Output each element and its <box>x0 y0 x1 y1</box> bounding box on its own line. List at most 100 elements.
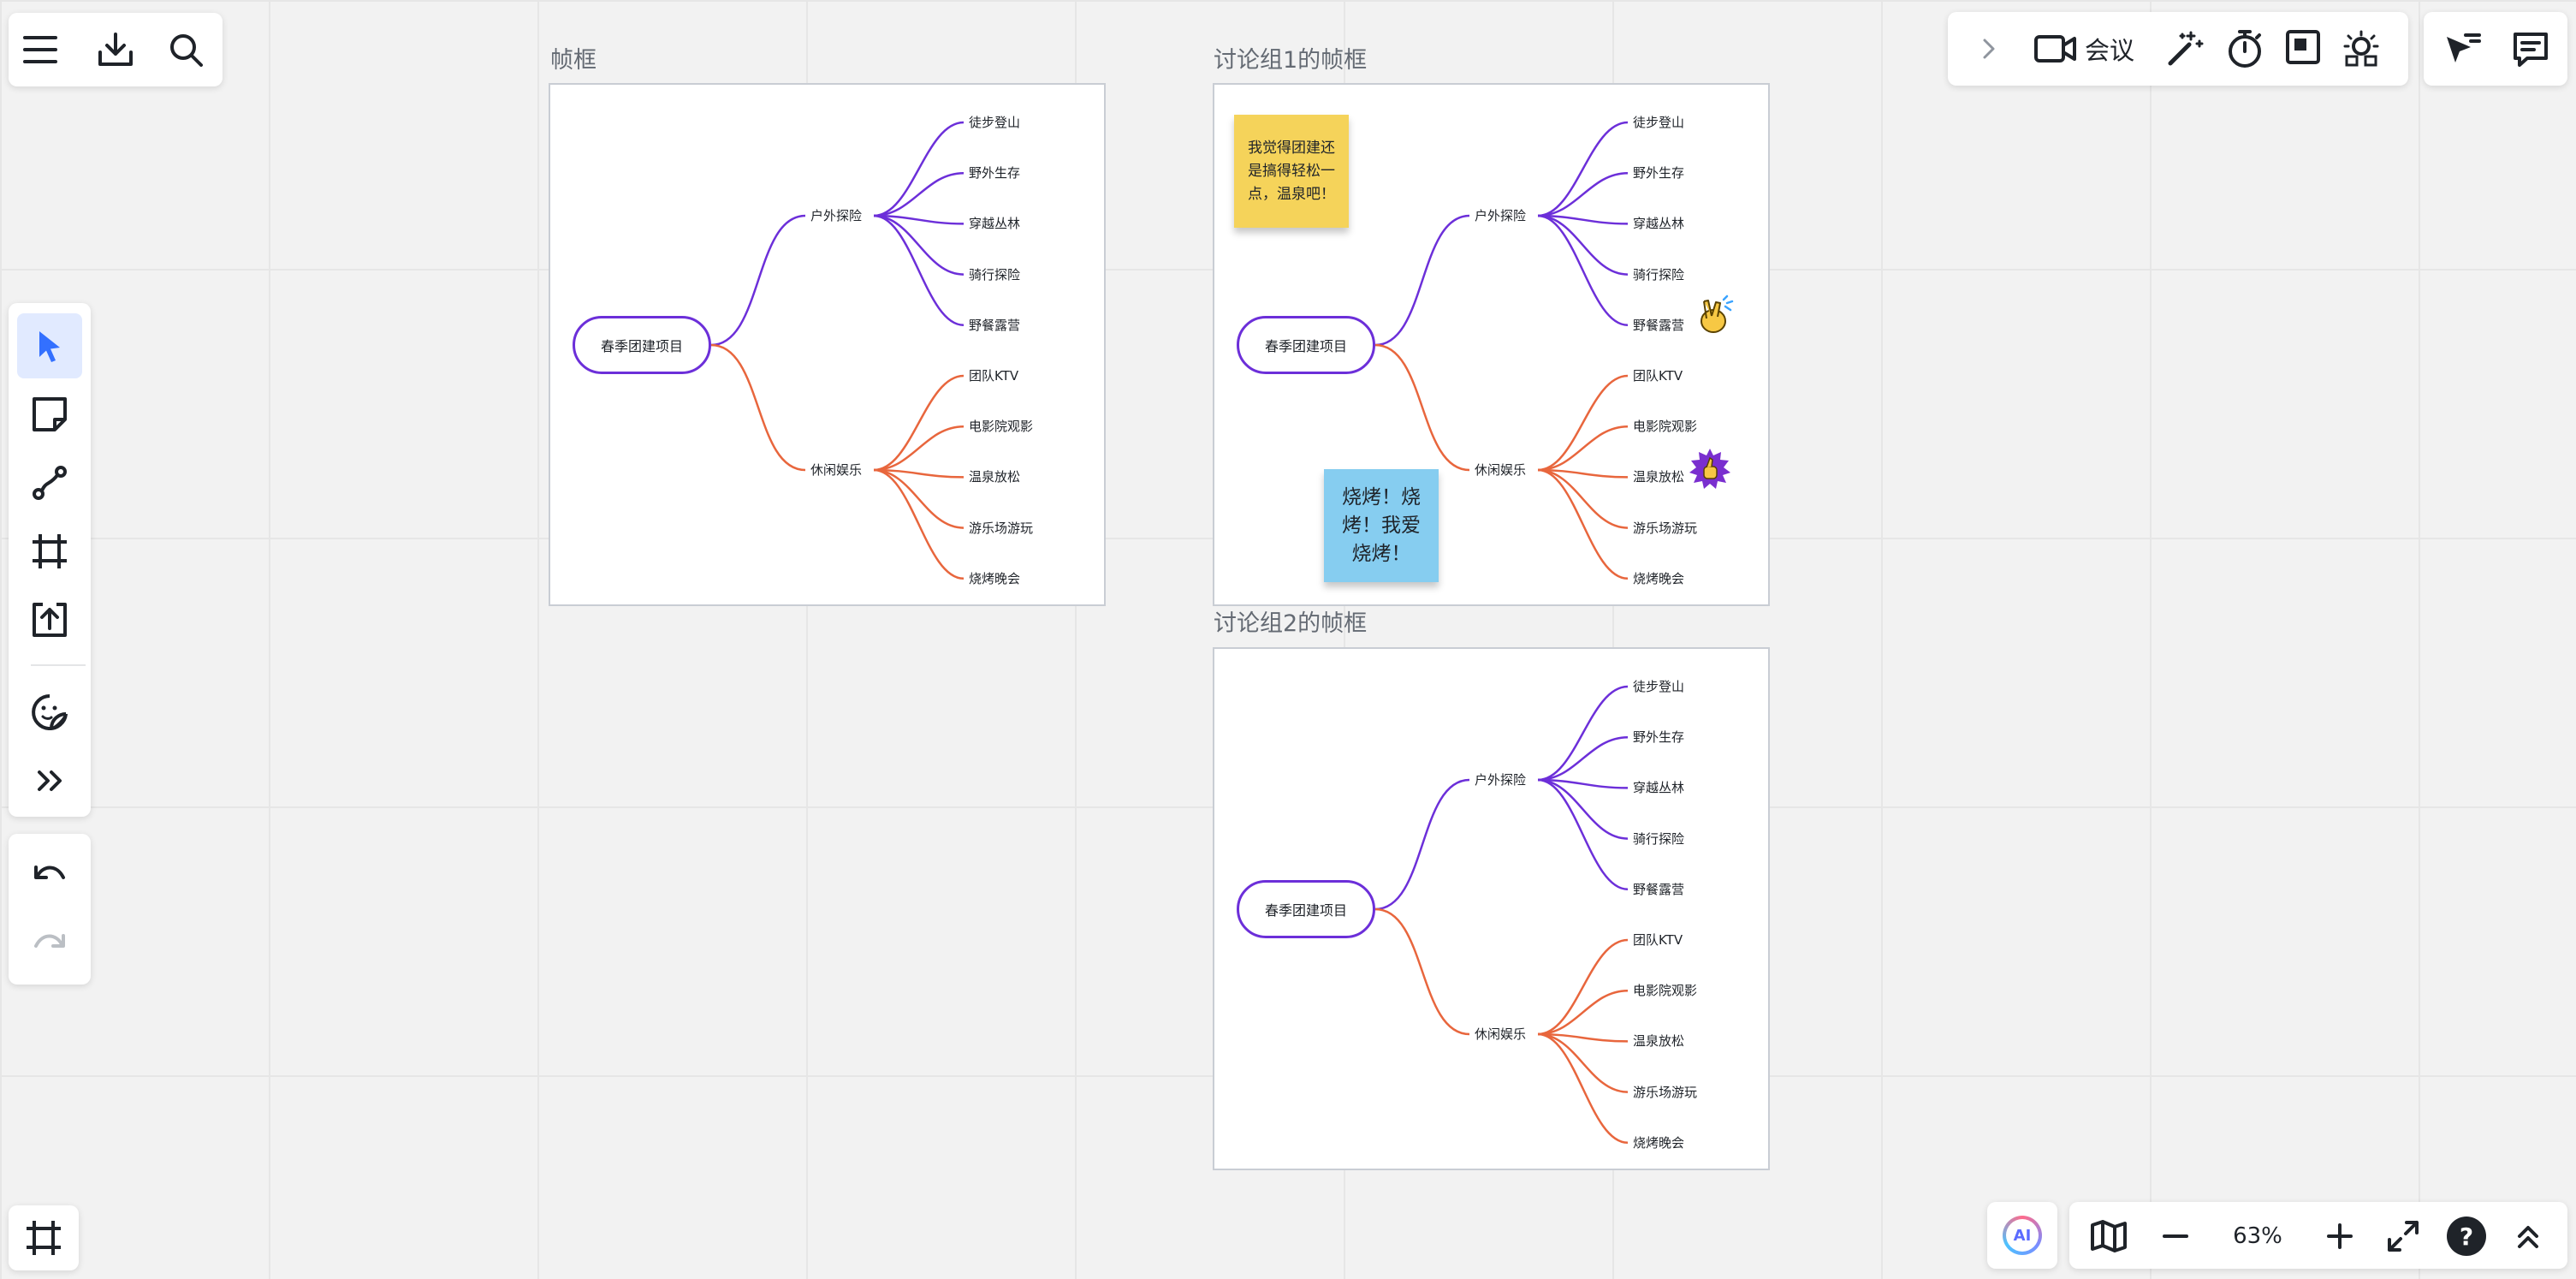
child-connector <box>1537 214 1629 225</box>
mindmap-leaf-node[interactable]: 野外生存 <box>1633 729 1685 746</box>
mindmap-branch-node[interactable]: 休闲娱乐 <box>1475 1026 1527 1042</box>
top-right-toolbar: 会议 <box>1948 12 2408 86</box>
child-connector <box>1537 214 1629 327</box>
ai-icon: AI <box>2003 1216 2042 1255</box>
collapse-toolbar-button[interactable] <box>2504 1212 2552 1260</box>
mindmap-root-node[interactable]: 春季团建项目 <box>573 316 711 374</box>
mindmap-leaf-node[interactable]: 团队KTV <box>1633 368 1683 384</box>
mindmap-branch-node[interactable]: 休闲娱乐 <box>1475 462 1527 478</box>
mindmap-branch-node[interactable]: 户外探险 <box>1475 208 1527 223</box>
child-connector <box>1537 374 1629 472</box>
mindmap-leaf-node[interactable]: 温泉放松 <box>1633 1033 1685 1050</box>
mindmap-leaf-node[interactable]: 温泉放松 <box>1633 469 1685 485</box>
mindmap-leaf-node[interactable]: 徒步登山 <box>1633 115 1685 130</box>
double-chevron-up-icon <box>2516 1222 2540 1250</box>
timer-icon[interactable] <box>2223 27 2266 70</box>
child-connector <box>1537 778 1629 840</box>
mindmap-leaf-node[interactable]: 野餐露营 <box>1633 317 1685 333</box>
ai-button[interactable]: AI <box>1996 1209 2049 1262</box>
upload-tool-button[interactable] <box>17 587 82 652</box>
frame-list-icon[interactable] <box>2282 26 2324 68</box>
frame[interactable]: 春季团建项目 户外探险 徒步登山野外生存穿越丛林骑行探险野餐露营休闲娱乐 团队KTV 电… <box>1213 647 1770 1170</box>
download-icon[interactable] <box>94 28 137 71</box>
connector-tool-button[interactable] <box>17 450 82 515</box>
mindmap-branch-node[interactable]: 户外探险 <box>1475 772 1527 788</box>
menu-icon[interactable] <box>19 28 62 71</box>
child-connector <box>873 121 965 217</box>
thumbs-up-sticker[interactable] <box>1688 447 1732 491</box>
mindmap-leaf-node[interactable]: 野外生存 <box>1633 165 1685 181</box>
frame-title[interactable]: 帧框 <box>550 47 597 74</box>
mindmap-leaf-node[interactable]: 穿越丛林 <box>1633 216 1685 232</box>
sticky-note-tool-button[interactable] <box>17 382 82 447</box>
mindmap-leaf-node[interactable]: 电影院观影 <box>1633 419 1698 435</box>
mindmap-root-node[interactable]: 春季团建项目 <box>1237 316 1375 374</box>
undo-button[interactable] <box>17 841 82 906</box>
mindmap-leaf-node[interactable]: 团队KTV <box>1633 932 1683 948</box>
child-connector <box>1537 214 1629 276</box>
mindmap-leaf-node[interactable]: 团队KTV <box>969 368 1019 384</box>
minimap-button[interactable] <box>2085 1212 2133 1260</box>
mindmap-leaf-node[interactable]: 温泉放松 <box>969 469 1021 485</box>
mindmap-leaf-node[interactable]: 穿越丛林 <box>1633 780 1685 796</box>
mindmap-leaf-node[interactable]: 电影院观影 <box>1633 983 1698 999</box>
ai-label: AI <box>2006 1219 2039 1252</box>
mindmap-leaf-node[interactable]: 野外生存 <box>969 165 1021 181</box>
frame-icon <box>25 1219 62 1257</box>
mindmap-leaf-node[interactable]: 野餐露营 <box>1633 881 1685 897</box>
expand-icon <box>2386 1219 2420 1253</box>
zoom-toolbar: 63% ? <box>2069 1202 2567 1269</box>
cursor-follow-icon[interactable] <box>2441 27 2484 70</box>
mindmap-leaf-node[interactable]: 烧烤晚会 <box>969 570 1021 586</box>
mindmap-leaf-node[interactable]: 穿越丛林 <box>969 216 1021 232</box>
sticker-tool-button[interactable] <box>17 680 82 745</box>
mindmap-leaf-node[interactable]: 烧烤晚会 <box>1633 1134 1685 1151</box>
connector-icon <box>31 464 68 502</box>
zoom-level[interactable]: 63% <box>2233 1223 2282 1249</box>
child-connector <box>1537 778 1629 789</box>
frame-list-button[interactable] <box>15 1212 72 1264</box>
search-icon[interactable] <box>164 28 207 71</box>
more-tools-button[interactable] <box>17 748 82 813</box>
mindmap-connectors <box>1374 121 1629 580</box>
sticky-note[interactable]: 烧烤！烧烤！我爱烧烤！ <box>1324 469 1439 582</box>
spotlight-icon[interactable] <box>2340 27 2383 70</box>
child-connector <box>873 425 965 472</box>
mindmap-branch-node[interactable]: 休闲娱乐 <box>810 462 863 478</box>
mindmap-leaf-node[interactable]: 骑行探险 <box>1633 266 1685 283</box>
frame-title[interactable]: 讨论组2的帧框 <box>1214 610 1368 637</box>
mindmap-branch-node[interactable]: 户外探险 <box>810 208 863 223</box>
chevron-right-icon[interactable] <box>1972 29 2006 68</box>
select-tool-button[interactable] <box>17 313 82 378</box>
mindmap-root-node[interactable]: 春季团建项目 <box>1237 880 1375 938</box>
mindmap-leaf-node[interactable]: 徒步登山 <box>969 115 1021 130</box>
sticky-note[interactable]: 我觉得团建还是搞得轻松一点，温泉吧！ <box>1234 115 1349 228</box>
child-connector <box>1537 685 1629 782</box>
mindmap-leaf-node[interactable]: 游乐场游玩 <box>1633 1084 1698 1100</box>
mindmap-leaf-node[interactable]: 野餐露营 <box>969 317 1021 333</box>
fingers-crossed-sticker[interactable] <box>1695 293 1737 336</box>
branch-connector <box>710 343 806 472</box>
child-connector <box>1537 1032 1629 1093</box>
redo-button[interactable] <box>17 909 82 974</box>
mindmap-leaf-node[interactable]: 骑行探险 <box>1633 830 1685 847</box>
help-button[interactable]: ? <box>2442 1212 2490 1260</box>
frame-title[interactable]: 讨论组1的帧框 <box>1214 47 1368 74</box>
frame[interactable]: 春季团建项目 户外探险 徒步登山野外生存穿越丛林骑行探险野餐露营休闲娱乐 团队KTV 电… <box>549 83 1106 606</box>
mindmap-leaf-node[interactable]: 骑行探险 <box>969 266 1021 283</box>
zoom-in-button[interactable] <box>2316 1212 2364 1260</box>
top-left-toolbar <box>9 13 223 86</box>
meeting-button[interactable]: 会议 <box>2033 27 2145 70</box>
mindmap-leaf-node[interactable]: 电影院观影 <box>969 419 1034 435</box>
mindmap-leaf-node[interactable]: 游乐场游玩 <box>969 520 1034 536</box>
zoom-out-button[interactable] <box>2152 1212 2199 1260</box>
fit-screen-button[interactable] <box>2379 1212 2427 1260</box>
plus-icon <box>2327 1223 2353 1249</box>
mindmap-leaf-node[interactable]: 游乐场游玩 <box>1633 520 1698 536</box>
magic-wand-icon[interactable] <box>2163 27 2206 70</box>
help-icon: ? <box>2447 1217 2486 1256</box>
mindmap-leaf-node[interactable]: 烧烤晚会 <box>1633 570 1685 586</box>
mindmap-leaf-node[interactable]: 徒步登山 <box>1633 679 1685 694</box>
comment-icon[interactable] <box>2509 27 2552 70</box>
frame-tool-button[interactable] <box>17 519 82 584</box>
